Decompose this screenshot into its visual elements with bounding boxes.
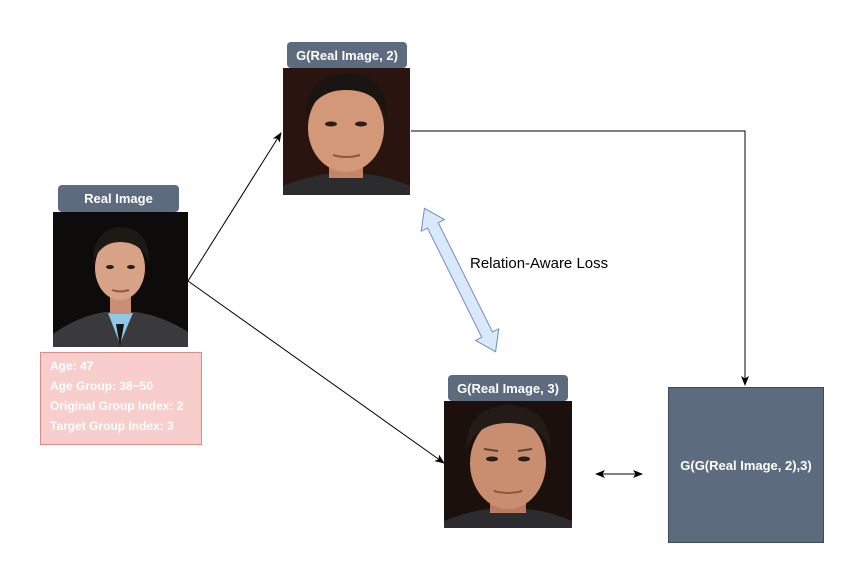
generated-2-photo: [283, 68, 410, 195]
cycle-output-box: G(G(Real Image, 2),3): [668, 387, 824, 543]
face-portrait-icon: [283, 68, 410, 195]
arrow-g2-to-output: [411, 130, 749, 386]
arrow-real-to-g2: [187, 132, 282, 282]
age-group-text: Age Group: 38~50: [50, 379, 154, 393]
relation-aware-loss-label: Relation-Aware Loss: [470, 255, 609, 272]
real-image-label: Real Image: [58, 185, 179, 212]
arrow-real-to-g3: [187, 280, 445, 464]
cycle-output-label: G(G(Real Image, 2),3): [680, 457, 812, 473]
original-group-index-text: Original Group Index: 2: [50, 399, 184, 413]
real-image-info-box: Age: 47 Age Group: 38~50 Original Group …: [40, 352, 202, 445]
target-group-index-text: Target Group Index: 3: [50, 419, 174, 433]
generated-3-photo: [444, 401, 572, 528]
generated-2-label: G(Real Image, 2): [287, 42, 407, 68]
age-text: Age: 47: [50, 359, 94, 373]
generated-3-label: G(Real Image, 3): [448, 375, 568, 401]
face-portrait-icon: [444, 401, 572, 528]
face-portrait-icon: [53, 212, 188, 347]
real-image-photo: [53, 212, 188, 347]
relation-aware-loss-arrow: [420, 207, 500, 353]
